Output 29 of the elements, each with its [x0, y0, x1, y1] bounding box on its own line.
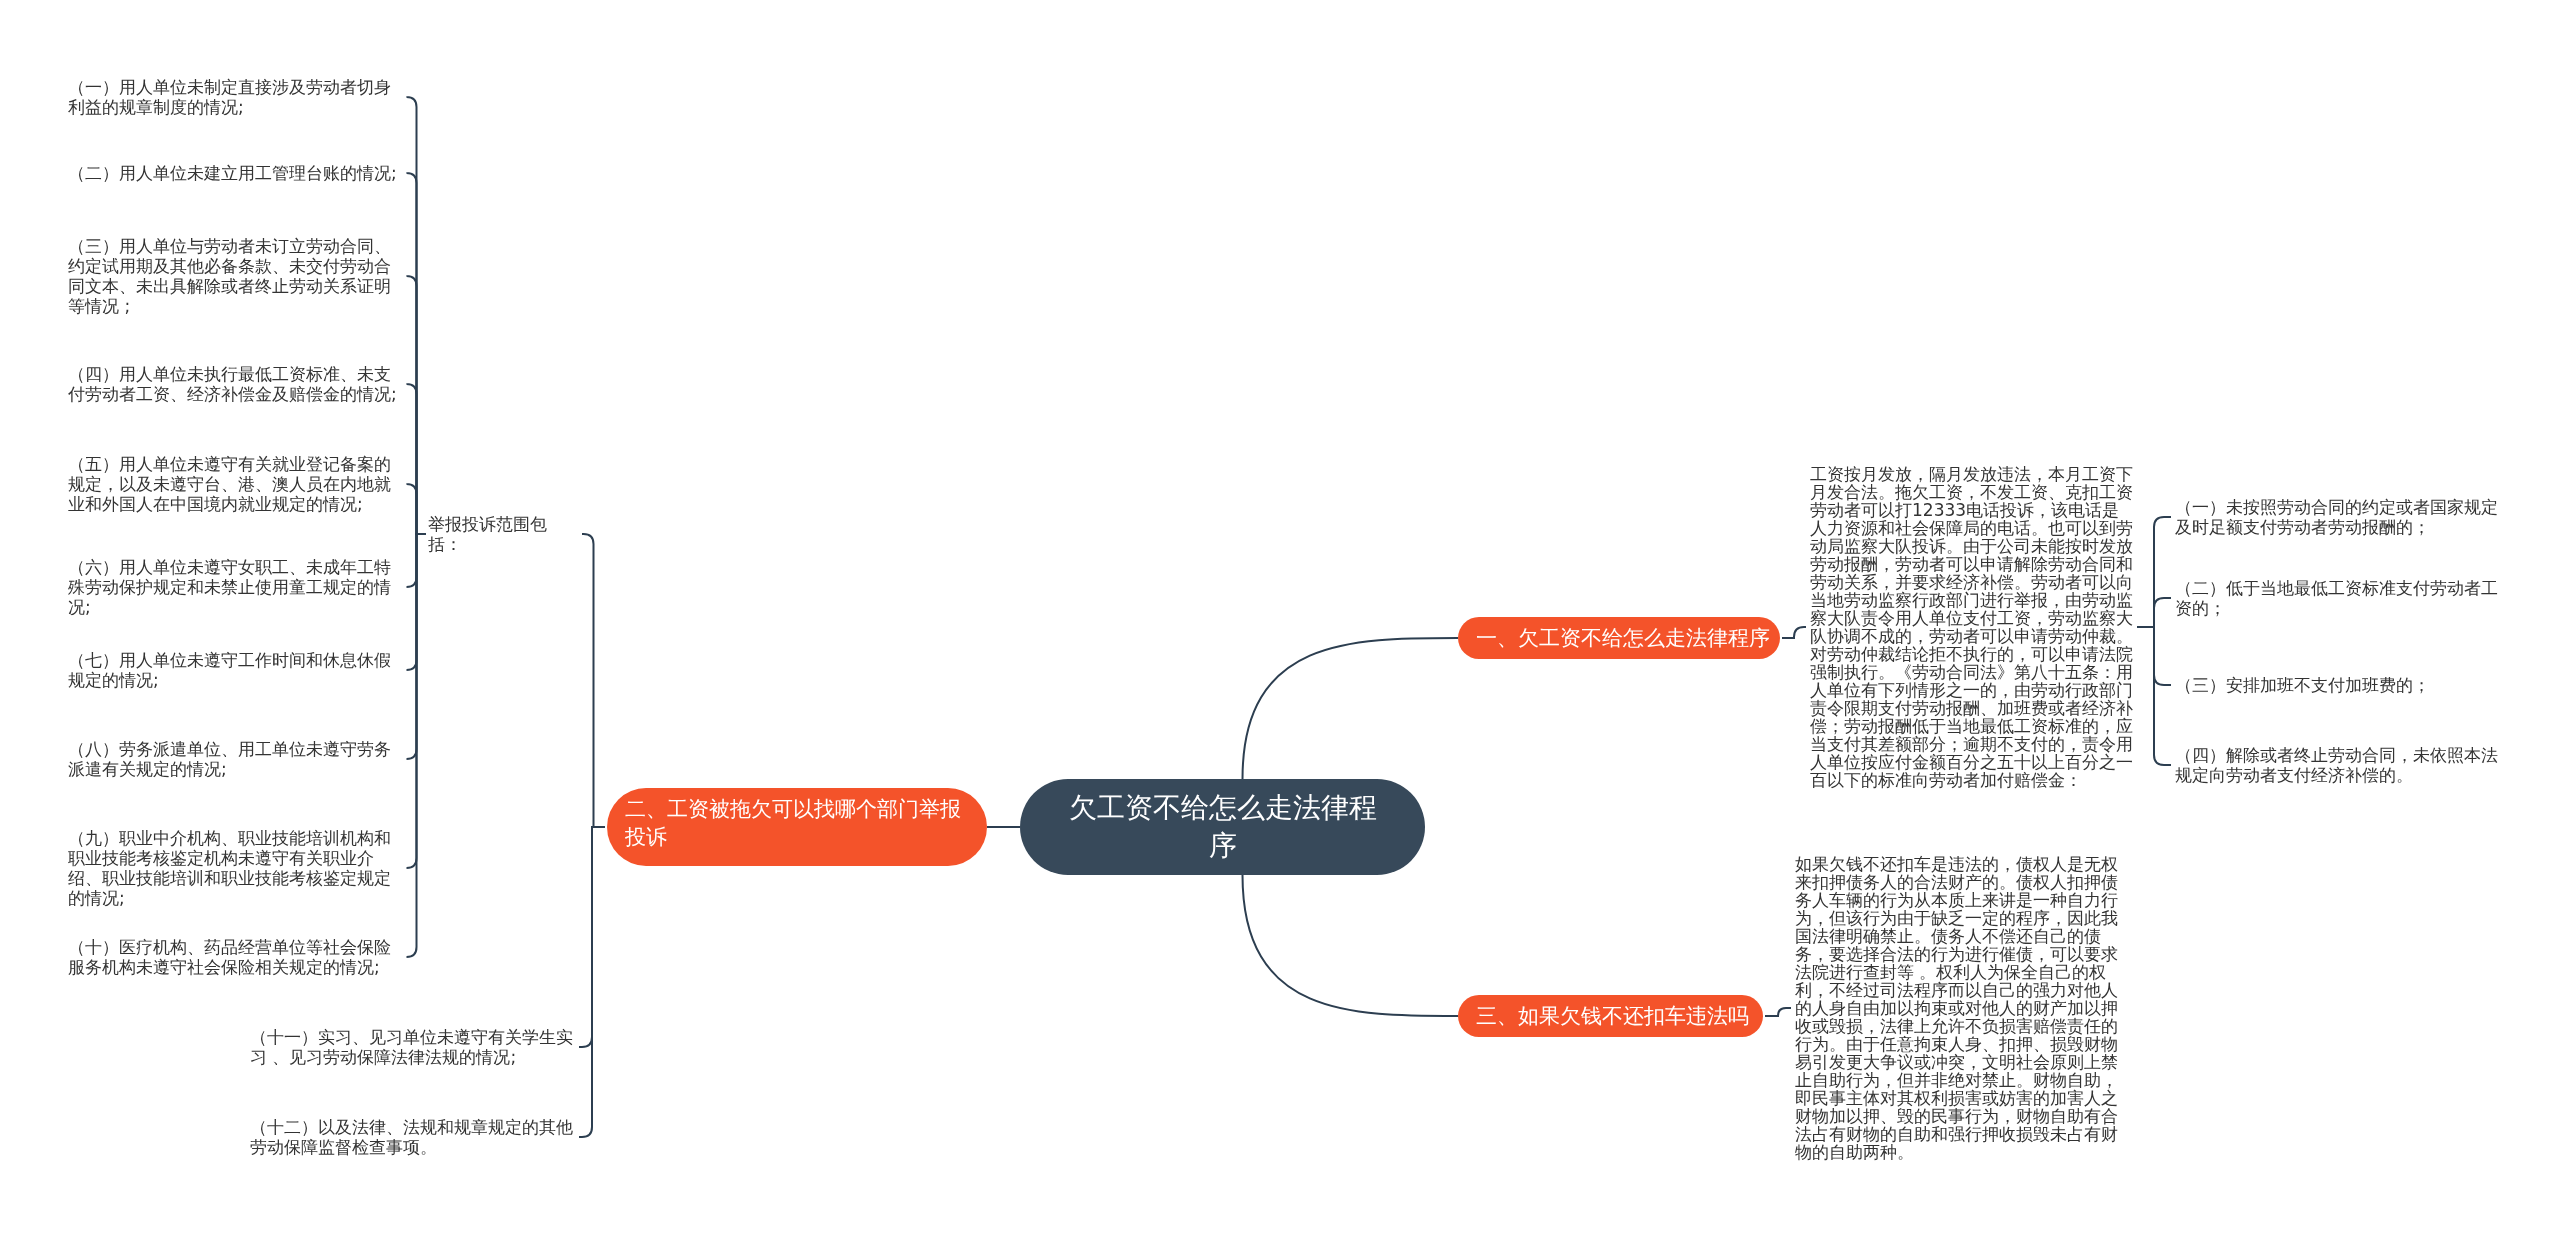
paragraph: 工资按月发放，隔月发放违法，本月工资下月发合法。拖欠工资，不发工资、克扣工资劳动者可以打12333电话投诉，该电话是人力资源和社会保障局的电话。也可以到劳动局监察大队投诉。由于公司未能按时发放劳动报酬，劳动者可以申请解除劳动合同和劳动关系，并要求经济补偿。劳动者可以向当地劳动监察行政部门进行举报，由劳动监察大队责令用人单位支付工资，劳动监察大队协调不成的，劳动者可以申请劳动仲裁。对劳动仲裁结论拒不执行的，可以申请法院强制执行。《劳动合同法》第八十五条：用人单位有下列情形之一的，由劳动行政部门责令限期支付劳动报酬、加班费或者经济补偿；劳动报酬低于当地最低工资标准的，应当支付其差额部分；逾期不支付的，责令用人单位按应付金额百分之五十以上百分之一百以下的标准向劳动者加付赔偿金： [1810, 465, 2135, 789]
list-item: （三）安排加班不支付加班费的； [2175, 675, 2510, 695]
connector-line [986, 826, 1021, 828]
list-item: （五）用人单位未遵守有关就业登记备案的规定，以及未遵守台、港、澳人员在内地就业和外国人在中国境内就业规定的情况; [68, 454, 403, 514]
list-item: （十一）实习、见习单位未遵守有关学生实习 、见习劳动保障法律法规的情况; [250, 1027, 575, 1067]
branch-topic: 二、工资被拖欠可以找哪个部门举报投诉 [607, 788, 987, 866]
list-item: （四）解除或者终止劳动合同，未依照本法规定向劳动者支付经济补偿的。 [2175, 745, 2510, 785]
list-item: （八）劳务派遣单位、用工单位未遵守劳务派遣有关规定的情况; [68, 739, 403, 779]
list-item: （一）未按照劳动合同的约定或者国家规定及时足额支付劳动者劳动报酬的； [2175, 497, 2510, 537]
connector-line [1241, 874, 1459, 1017]
list-item: 举报投诉范围包括： [428, 514, 578, 554]
list-item: （九）职业中介机构、职业技能培训机构和职业技能考核鉴定机构未遵守有关职业介绍、职业技能培训和职业技能考核鉴定规定的情况; [68, 828, 403, 908]
list-item: （二）低于当地最低工资标准支付劳动者工资的； [2175, 578, 2510, 618]
branch-topic: 三、如果欠钱不还扣车违法吗 [1458, 995, 1763, 1037]
list-item: （十）医疗机构、药品经营单位等社会保险服务机构未遵守社会保险相关规定的情况; [68, 937, 403, 977]
list-item: （一）用人单位未制定直接涉及劳动者切身利益的规章制度的情况; [68, 77, 403, 117]
connector-line [1781, 626, 1807, 639]
paragraph: 如果欠钱不还扣车是违法的，债权人是无权来扣押债务人的合法财产的。债权人扣押债务人车辆的行为从本质上来讲是一种自力行为，但该行为由于缺乏一定的程序，因此我国法律明确禁止。债务人不偿还自己的债务，要选择合法的行为进行催债，可以要求法院进行查封等 。权利人为保全自己的权利，不经过司法程序而以自己的强力对他人的人身自由加以拘束或对他人的财产加以押收或毁损，法律上允许不负损害赔偿责任的行为。由于任意拘束人身、扣押、损毁财物易引发更大争议或冲突，文明社会原则上禁止自助行为，但并非绝对禁止。财物自助，即民事主体对其权利损害或妨害的加害人之财物加以押、毁的民事行为，财物自助有合法占有财物的自助和强行押收损毁未占有财物的自助两种。 [1795, 855, 2125, 1161]
branch-topic: 一、欠工资不给怎么走法律程序 [1458, 617, 1780, 659]
list-item: （六）用人单位未遵守女职工、未成年工特殊劳动保护规定和未禁止使用童工规定的情况; [68, 557, 403, 617]
list-item: （四）用人单位未执行最低工资标准、未支付劳动者工资、经济补偿金及赔偿金的情况; [68, 364, 403, 404]
list-item: （三）用人单位与劳动者未订立劳动合同、约定试用期及其他必备条款、未交付劳动合同文本、未出具解除或者终止劳动关系证明等情况 ; [68, 236, 403, 316]
list-item: （十二）以及法律、法规和规章规定的其他劳动保障监督检查事项。 [250, 1117, 575, 1157]
connector-line [1241, 637, 1459, 780]
connector-line [1764, 1007, 1792, 1017]
list-item: （二）用人单位未建立用工管理台账的情况; [68, 163, 403, 183]
central-topic: 欠工资不给怎么走法律程序 [1020, 779, 1425, 875]
list-item: （七）用人单位未遵守工作时间和休息休假规定的情况; [68, 650, 403, 690]
connector-line [405, 533, 427, 958]
